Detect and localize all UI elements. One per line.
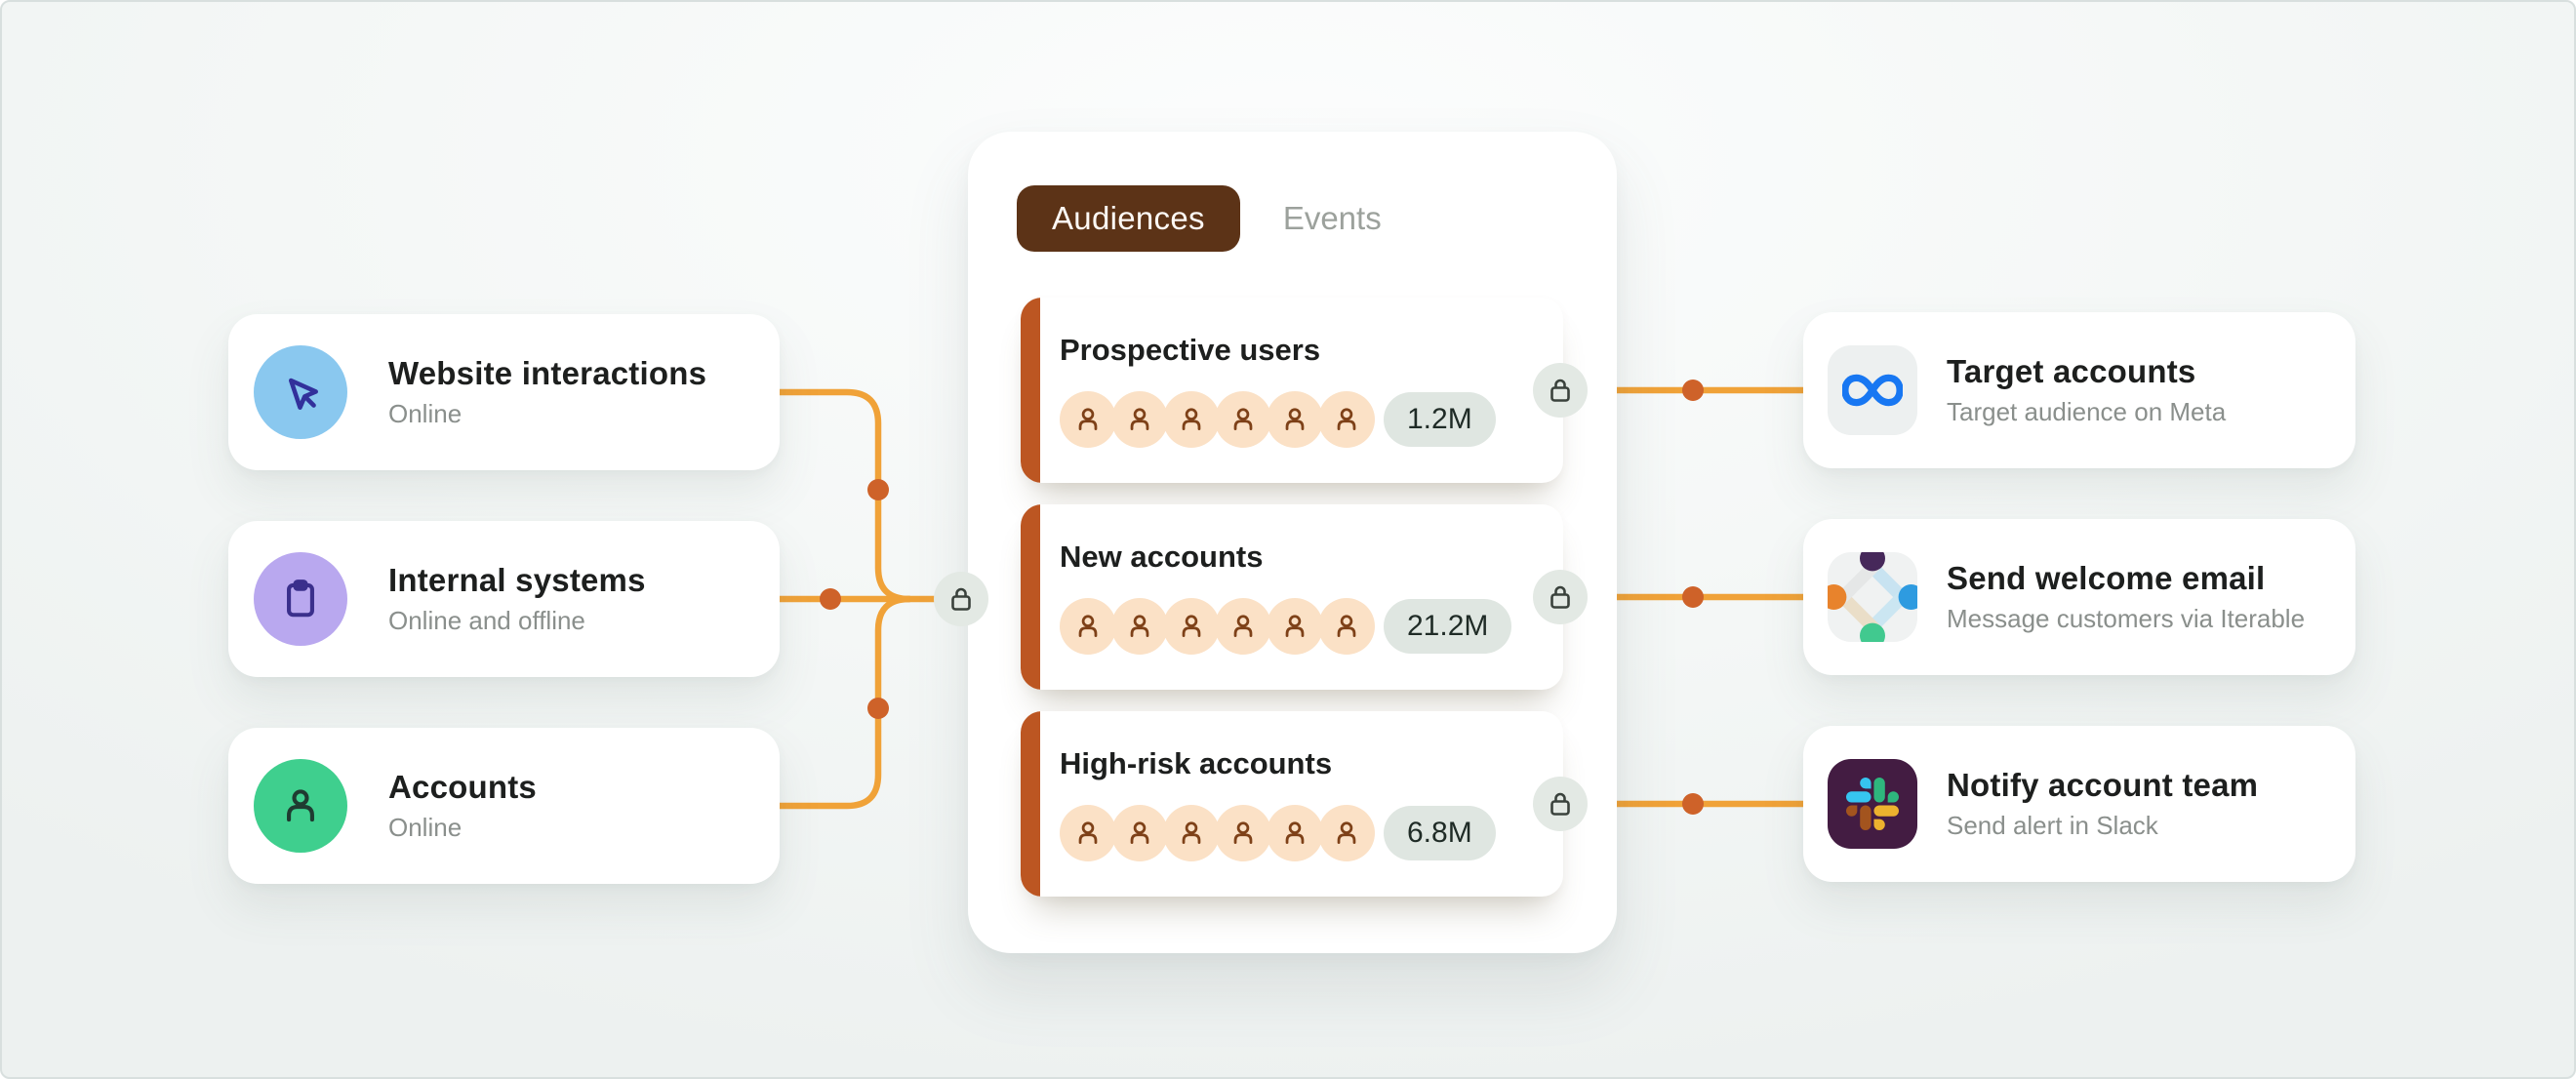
audience-title: Prospective users bbox=[1060, 333, 1321, 367]
user-avatar-icon bbox=[1060, 598, 1116, 655]
tab-events[interactable]: Events bbox=[1282, 200, 1382, 236]
lock-icon[interactable] bbox=[1533, 570, 1588, 624]
connector-dot bbox=[1682, 793, 1704, 815]
audience-count-badge: 6.8M bbox=[1384, 806, 1496, 860]
destination-subtitle: Message customers via Iterable bbox=[1947, 604, 2306, 633]
user-avatar-icon bbox=[1111, 391, 1168, 448]
clipboard-icon bbox=[254, 552, 347, 646]
connector-source-1 bbox=[776, 388, 913, 603]
source-card-website-interactions[interactable]: Website interactions Online bbox=[228, 314, 780, 470]
connector-dot bbox=[820, 588, 841, 610]
source-title: Internal systems bbox=[388, 562, 646, 598]
destination-card-send-welcome-email[interactable]: Send welcome email Message customers via… bbox=[1803, 519, 2355, 675]
connector-dot bbox=[867, 698, 889, 719]
panel-tabs: Audiences Events bbox=[1017, 185, 1382, 252]
audience-card-new-accounts[interactable]: New accounts 21.2M bbox=[1021, 504, 1563, 690]
user-avatar-icon bbox=[1215, 805, 1271, 861]
destination-title: Target accounts bbox=[1947, 353, 2196, 389]
tab-audiences[interactable]: Audiences bbox=[1017, 185, 1240, 252]
avatar-row: 6.8M bbox=[1060, 805, 1563, 861]
connector-dot bbox=[1682, 586, 1704, 608]
meta-logo bbox=[1828, 345, 1917, 435]
user-avatar-icon bbox=[1318, 598, 1375, 655]
destination-subtitle: Send alert in Slack bbox=[1947, 811, 2158, 840]
audience-count-badge: 21.2M bbox=[1384, 599, 1512, 654]
user-avatar-icon bbox=[1163, 805, 1220, 861]
connector-dot bbox=[867, 479, 889, 500]
user-avatar-icon bbox=[1060, 805, 1116, 861]
destination-title: Notify account team bbox=[1947, 767, 2259, 803]
user-avatar-icon bbox=[1267, 805, 1323, 861]
user-avatar-icon bbox=[1267, 598, 1323, 655]
user-avatar-icon bbox=[1215, 391, 1271, 448]
user-avatar-icon bbox=[1215, 598, 1271, 655]
avatar-row: 21.2M bbox=[1060, 598, 1563, 655]
connector-dot bbox=[1682, 380, 1704, 401]
user-avatar-icon bbox=[1060, 391, 1116, 448]
audience-card-prospective-users[interactable]: Prospective users 1.2M bbox=[1021, 298, 1563, 483]
slack-logo bbox=[1828, 759, 1917, 849]
audience-title: High-risk accounts bbox=[1060, 746, 1333, 780]
source-title: Accounts bbox=[388, 769, 537, 805]
iterable-logo bbox=[1828, 552, 1917, 642]
destination-card-target-accounts[interactable]: Target accounts Target audience on Meta bbox=[1803, 312, 2355, 468]
audience-card-high-risk-accounts[interactable]: High-risk accounts 6.8M bbox=[1021, 711, 1563, 897]
audiences-panel: Audiences Events Prospective users 1.2M bbox=[968, 132, 1617, 953]
source-subtitle: Online bbox=[388, 813, 463, 842]
source-subtitle: Online and offline bbox=[388, 606, 585, 635]
avatar-row: 1.2M bbox=[1060, 391, 1563, 448]
lock-icon[interactable] bbox=[1533, 363, 1588, 418]
user-avatar-icon bbox=[1163, 598, 1220, 655]
audience-count-badge: 1.2M bbox=[1384, 392, 1496, 447]
lock-icon[interactable] bbox=[1533, 777, 1588, 831]
source-card-internal-systems[interactable]: Internal systems Online and offline bbox=[228, 521, 780, 677]
lock-icon[interactable] bbox=[934, 572, 988, 626]
connector-source-3 bbox=[776, 595, 913, 810]
destination-card-notify-account-team[interactable]: Notify account team Send alert in Slack bbox=[1803, 726, 2355, 882]
destination-subtitle: Target audience on Meta bbox=[1947, 397, 2227, 426]
cursor-icon bbox=[254, 345, 347, 439]
user-avatar-icon bbox=[1267, 391, 1323, 448]
source-subtitle: Online bbox=[388, 399, 463, 428]
source-card-accounts[interactable]: Accounts Online bbox=[228, 728, 780, 884]
person-icon bbox=[254, 759, 347, 853]
user-avatar-icon bbox=[1318, 805, 1375, 861]
user-avatar-icon bbox=[1163, 391, 1220, 448]
destination-title: Send welcome email bbox=[1947, 560, 2266, 596]
source-title: Website interactions bbox=[388, 355, 707, 391]
user-avatar-icon bbox=[1111, 598, 1168, 655]
user-avatar-icon bbox=[1318, 391, 1375, 448]
user-avatar-icon bbox=[1111, 805, 1168, 861]
audience-title: New accounts bbox=[1060, 540, 1264, 574]
